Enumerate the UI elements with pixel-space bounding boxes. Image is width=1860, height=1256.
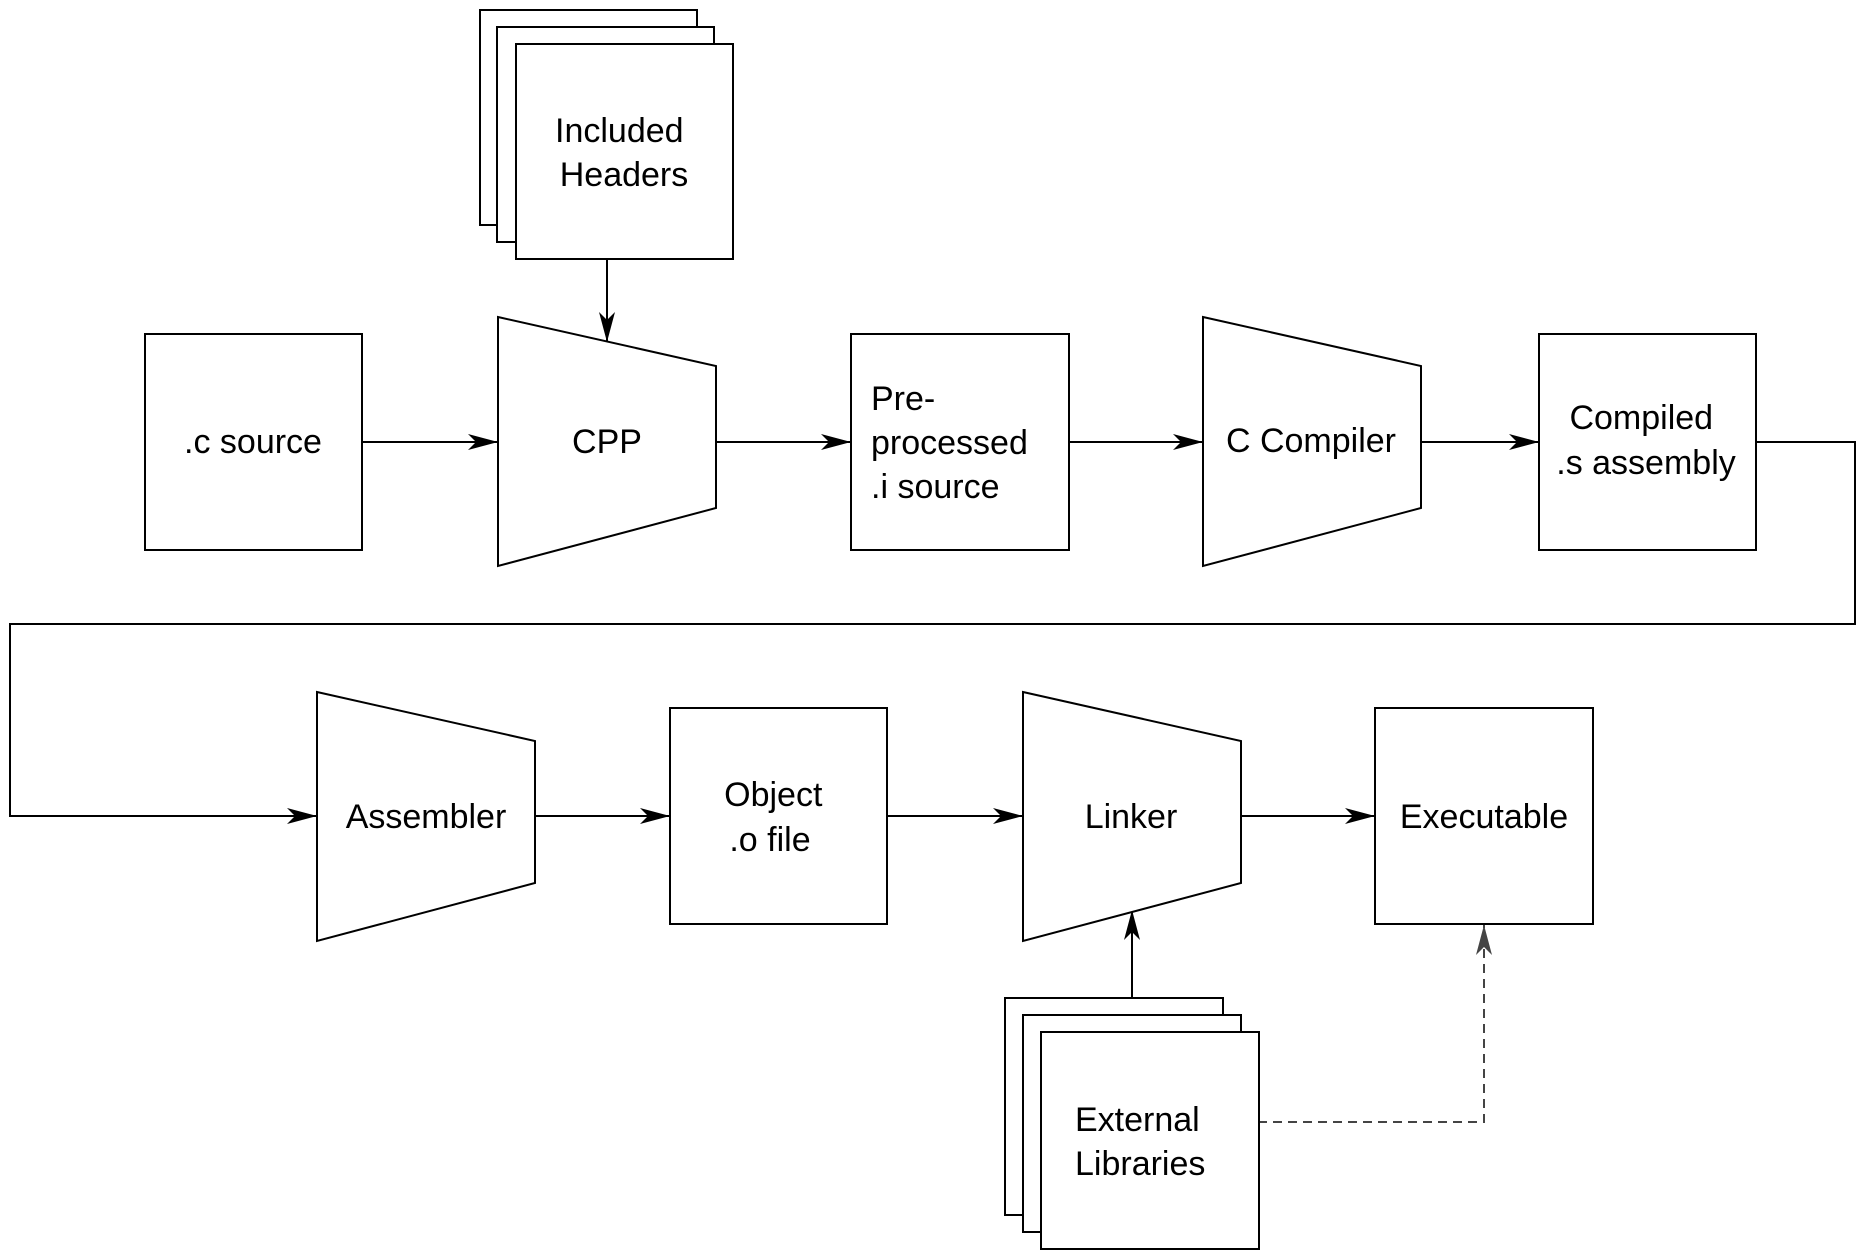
c-compiler-node: C Compiler bbox=[1202, 315, 1422, 568]
external-libraries-label: External Libraries bbox=[1075, 1101, 1209, 1183]
executable-node: Executable bbox=[1374, 707, 1594, 925]
preprocessed-label: Pre- processed .i source bbox=[871, 380, 1037, 506]
c-compiler-label: C Compiler bbox=[1226, 422, 1396, 460]
linker-label: Linker bbox=[1085, 798, 1178, 836]
included-headers-stack: Included Headers bbox=[479, 9, 734, 260]
cpp-label: CPP bbox=[572, 423, 642, 461]
preprocessed-node: Pre- processed .i source bbox=[850, 333, 1070, 551]
c-source-label: .c source bbox=[184, 423, 322, 461]
c-source-node: .c source bbox=[144, 333, 363, 551]
cpp-node: CPP bbox=[497, 315, 717, 568]
linker-node: Linker bbox=[1022, 690, 1242, 943]
external-libraries-stack: External Libraries bbox=[1004, 997, 1260, 1250]
compiled-assembly-label: Compiled .s assembly bbox=[1556, 399, 1736, 482]
compiled-assembly-node: Compiled .s assembly bbox=[1538, 333, 1757, 551]
included-headers-label: Included Headers bbox=[555, 112, 693, 194]
edge-compiled-to-assembler bbox=[9, 441, 1856, 824]
object-file-node: Object .o file bbox=[669, 707, 888, 925]
assembler-label: Assembler bbox=[346, 798, 507, 836]
assembler-node: Assembler bbox=[316, 690, 536, 943]
executable-label: Executable bbox=[1400, 798, 1568, 836]
edge-libraries-to-executable bbox=[1258, 925, 1492, 1123]
object-file-label: Object .o file bbox=[724, 776, 832, 859]
